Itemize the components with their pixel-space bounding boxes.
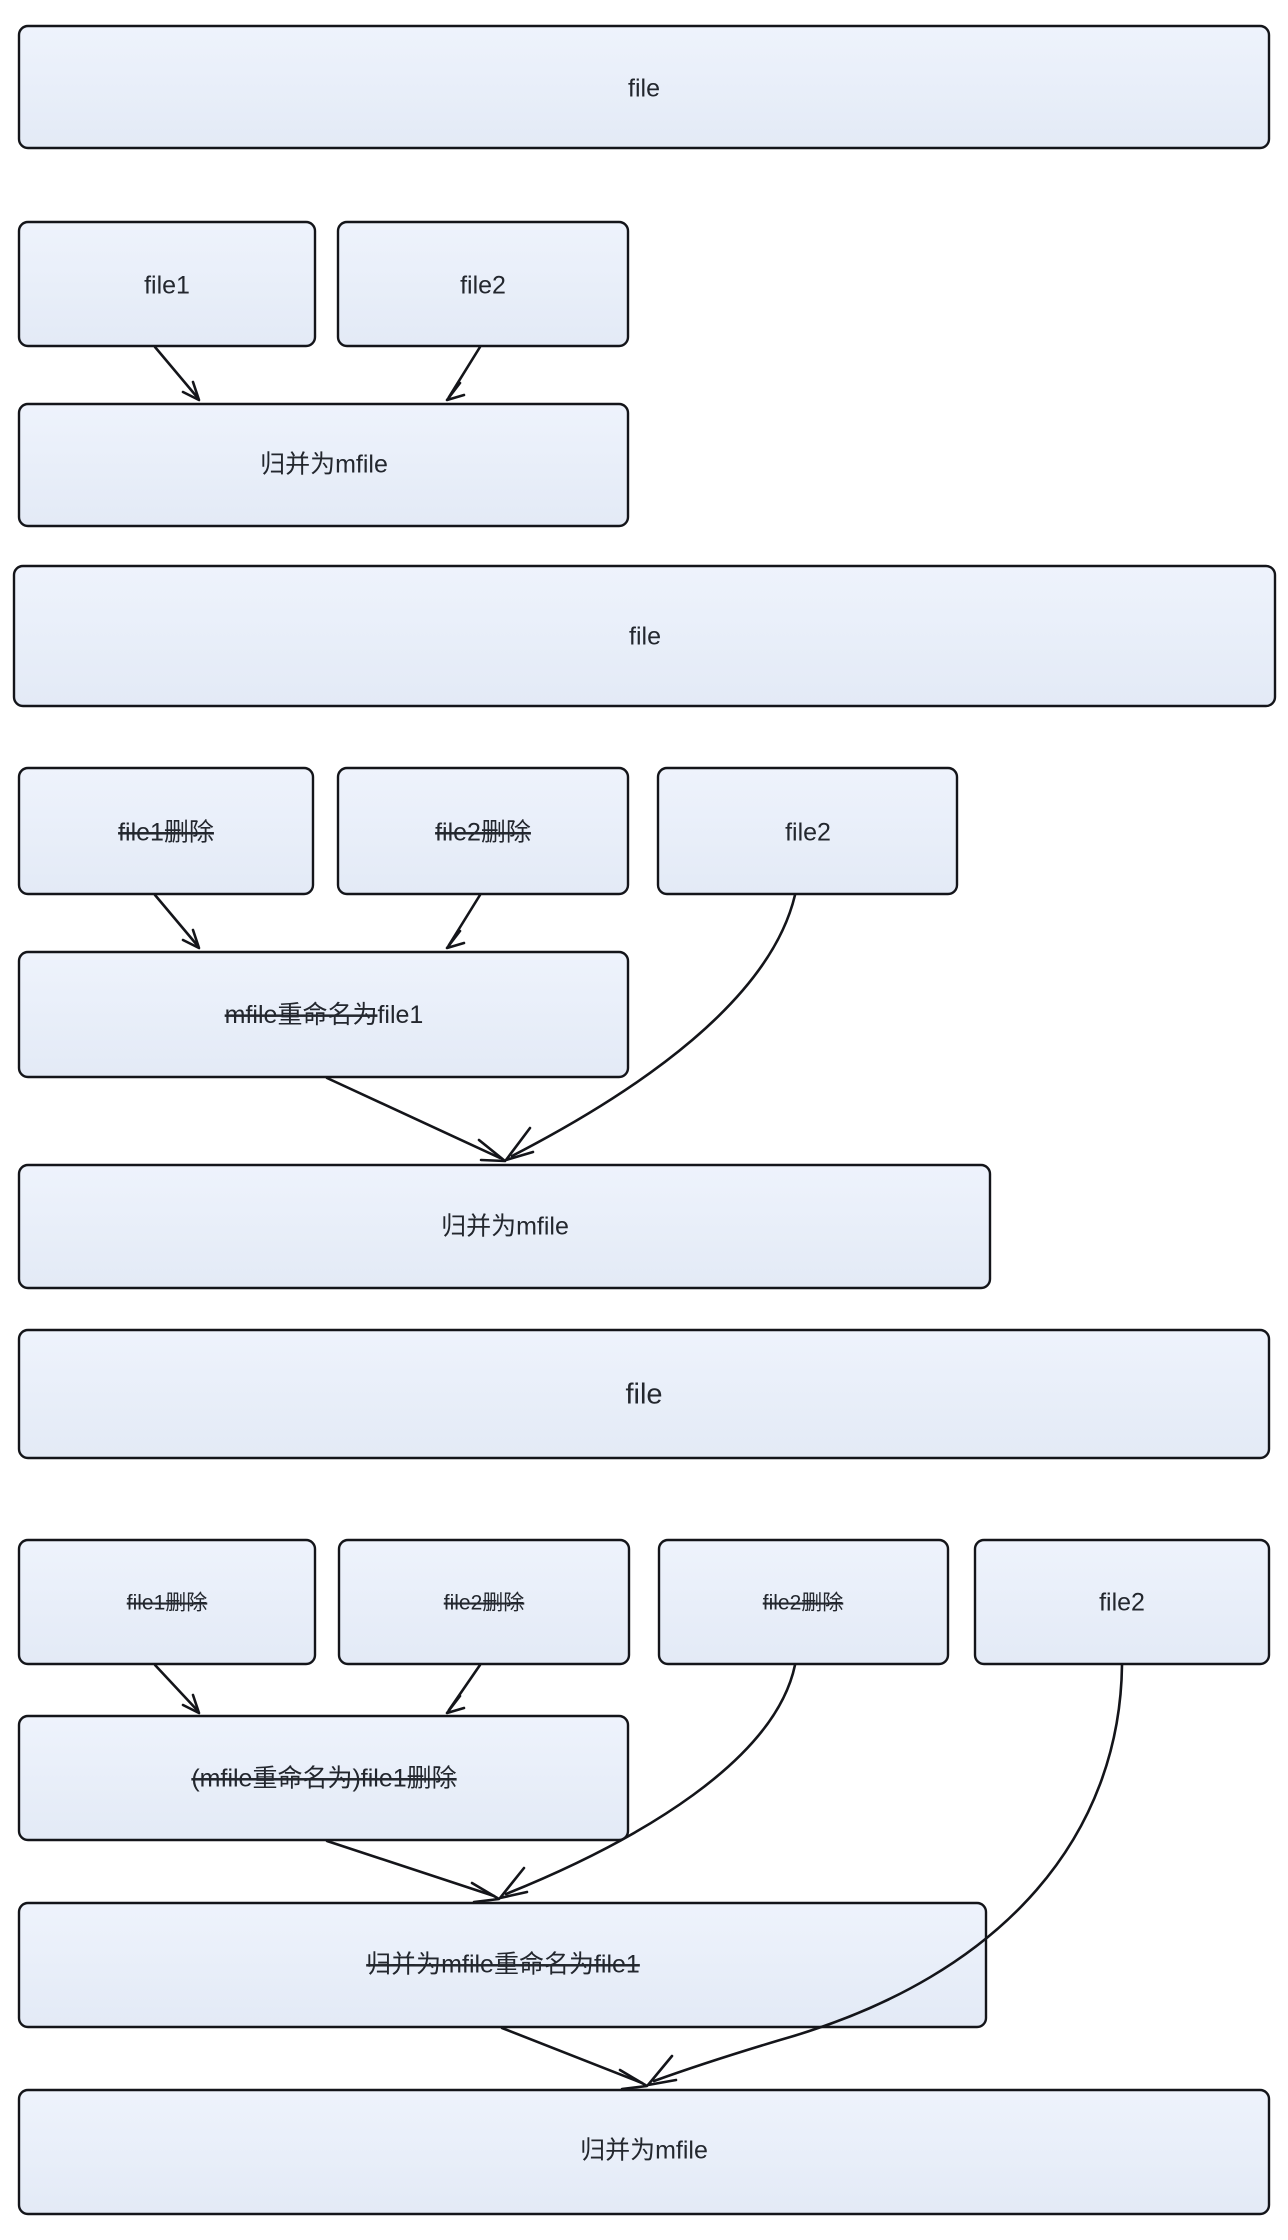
node-g3-file2del-a[interactable] xyxy=(337,1538,631,1666)
group-2: file file1删除 file2删除 file2 mfile重命名为file… xyxy=(12,564,1277,1290)
node-g1-merge[interactable] xyxy=(17,402,630,528)
edge-g1-file2-arrowhead xyxy=(445,381,466,402)
node-g2-rename-plain-part: file1 xyxy=(377,1001,423,1029)
group-1: file file1 file2 归并为mfile xyxy=(17,24,1271,528)
group-3: file file1删除 file2删除 file2删除 file2 (mfil… xyxy=(17,1328,1271,2216)
node-g2-file2[interactable] xyxy=(656,766,959,896)
node-g3-file2-label: file2 xyxy=(1099,1589,1145,1617)
node-g2-rename-struck-part: mfile重命名为 xyxy=(225,1001,378,1029)
node-g3-rename[interactable] xyxy=(17,1714,630,1842)
node-g2-merge[interactable] xyxy=(17,1163,992,1290)
edge-g2-file2-arrowhead xyxy=(504,1126,535,1162)
edge-g1-file1-arrowhead xyxy=(181,380,201,402)
edge-g2-file1del-to-rename xyxy=(153,893,199,947)
edge-g2-rename-to-merge xyxy=(325,1076,502,1160)
node-g3-file-label: file xyxy=(625,1379,662,1411)
edge-g3-mergerename-arrowhead xyxy=(618,2068,649,2091)
node-g3-file1del[interactable] xyxy=(17,1538,317,1666)
edge-g3-file1del-to-rename xyxy=(153,1663,199,1712)
node-g1-merge-label: 归并为mfile xyxy=(260,451,388,479)
edge-g2-file2del-arrowhead xyxy=(445,929,466,950)
edge-g2-file2-to-merge xyxy=(510,893,797,1158)
node-g1-file2-label: file2 xyxy=(460,272,506,300)
node-g3-file2del-b-label: file2删除 xyxy=(763,1592,844,1615)
edge-g1-file1-to-merge xyxy=(153,345,199,399)
node-g1-file2[interactable] xyxy=(336,220,630,348)
node-g3-merge[interactable] xyxy=(17,2088,1271,2216)
node-g2-file[interactable] xyxy=(12,564,1277,708)
edge-g3-file2del-b-to-mergerename xyxy=(504,1663,797,1896)
edge-g3-rename-to-mergerename xyxy=(325,1839,496,1898)
edge-g3-file2-arrowhead xyxy=(646,2054,678,2087)
node-g3-file2del-a-label: file2删除 xyxy=(444,1592,525,1615)
node-g3-file[interactable] xyxy=(17,1328,1271,1460)
edge-g3-file2-to-merge xyxy=(652,1663,1124,2083)
node-g1-file[interactable] xyxy=(17,24,1271,150)
node-g3-merge-rename-label: 归并为mfile重命名为file1 xyxy=(366,1951,640,1979)
node-g3-merge-label: 归并为mfile xyxy=(580,2137,708,2165)
node-g2-rename[interactable] xyxy=(17,950,630,1079)
node-g1-file1-label: file1 xyxy=(144,272,190,300)
node-g2-rename-label: mfile重命名为file1 xyxy=(225,1001,424,1029)
edge-g3-rename-arrowhead xyxy=(470,1881,501,1904)
node-g3-file1del-label: file1删除 xyxy=(127,1592,208,1615)
node-g1-file-label: file xyxy=(628,75,660,103)
edge-g3-file2del-b-arrowhead xyxy=(498,1866,529,1900)
node-g1-file1[interactable] xyxy=(17,220,317,348)
edge-g2-file1del-arrowhead xyxy=(181,928,201,950)
node-g2-file-label: file xyxy=(629,623,661,651)
node-g2-file2del[interactable] xyxy=(336,766,630,896)
node-g2-file2del-label: file2删除 xyxy=(435,819,531,847)
edge-g2-rename-arrowhead xyxy=(477,1138,507,1163)
node-g2-merge-label: 归并为mfile xyxy=(441,1213,569,1241)
node-g3-file2del-b[interactable] xyxy=(657,1538,950,1666)
node-g2-file1del-label: file1删除 xyxy=(118,819,214,847)
node-g2-file2-label: file2 xyxy=(785,819,831,847)
edge-g3-mergerename-to-merge xyxy=(500,2026,644,2085)
node-g2-file1del[interactable] xyxy=(17,766,315,896)
edge-g3-file2del-a-arrowhead xyxy=(445,1694,466,1715)
edge-g3-file1del-arrowhead xyxy=(181,1693,201,1715)
node-g3-rename-label: (mfile重命名为)file1删除 xyxy=(191,1765,456,1793)
